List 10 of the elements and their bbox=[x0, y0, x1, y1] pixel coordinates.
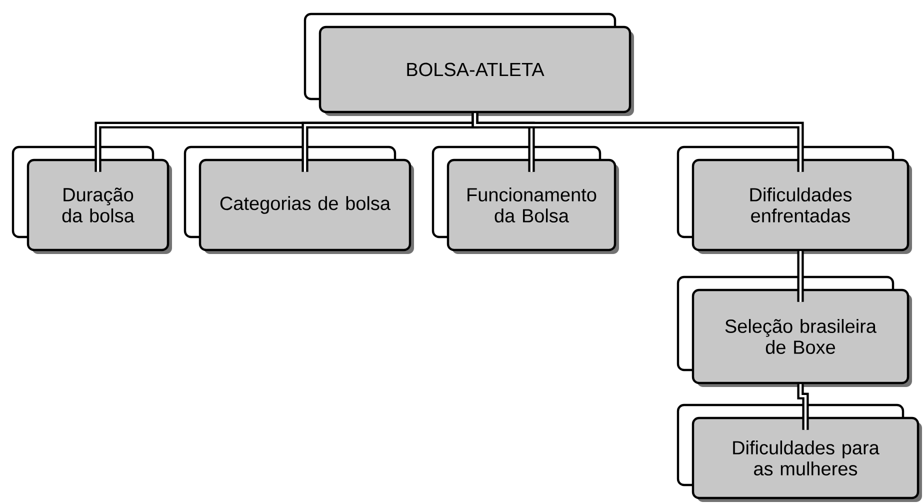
box: Dificuldades para as mulheres bbox=[676, 404, 922, 502]
box: Seleção brasileira de Boxe bbox=[676, 276, 912, 387]
box: Duração da bolsa bbox=[12, 146, 172, 254]
connector bbox=[797, 384, 809, 430]
connector bbox=[797, 251, 804, 302]
box: Categorias de bolsa bbox=[184, 146, 414, 254]
box: Funcionamento da Bolsa bbox=[432, 146, 619, 254]
connector bbox=[472, 113, 804, 172]
box: Dificuldades enfrentadas bbox=[676, 146, 912, 254]
box: BOLSA-ATLETA bbox=[304, 12, 634, 116]
